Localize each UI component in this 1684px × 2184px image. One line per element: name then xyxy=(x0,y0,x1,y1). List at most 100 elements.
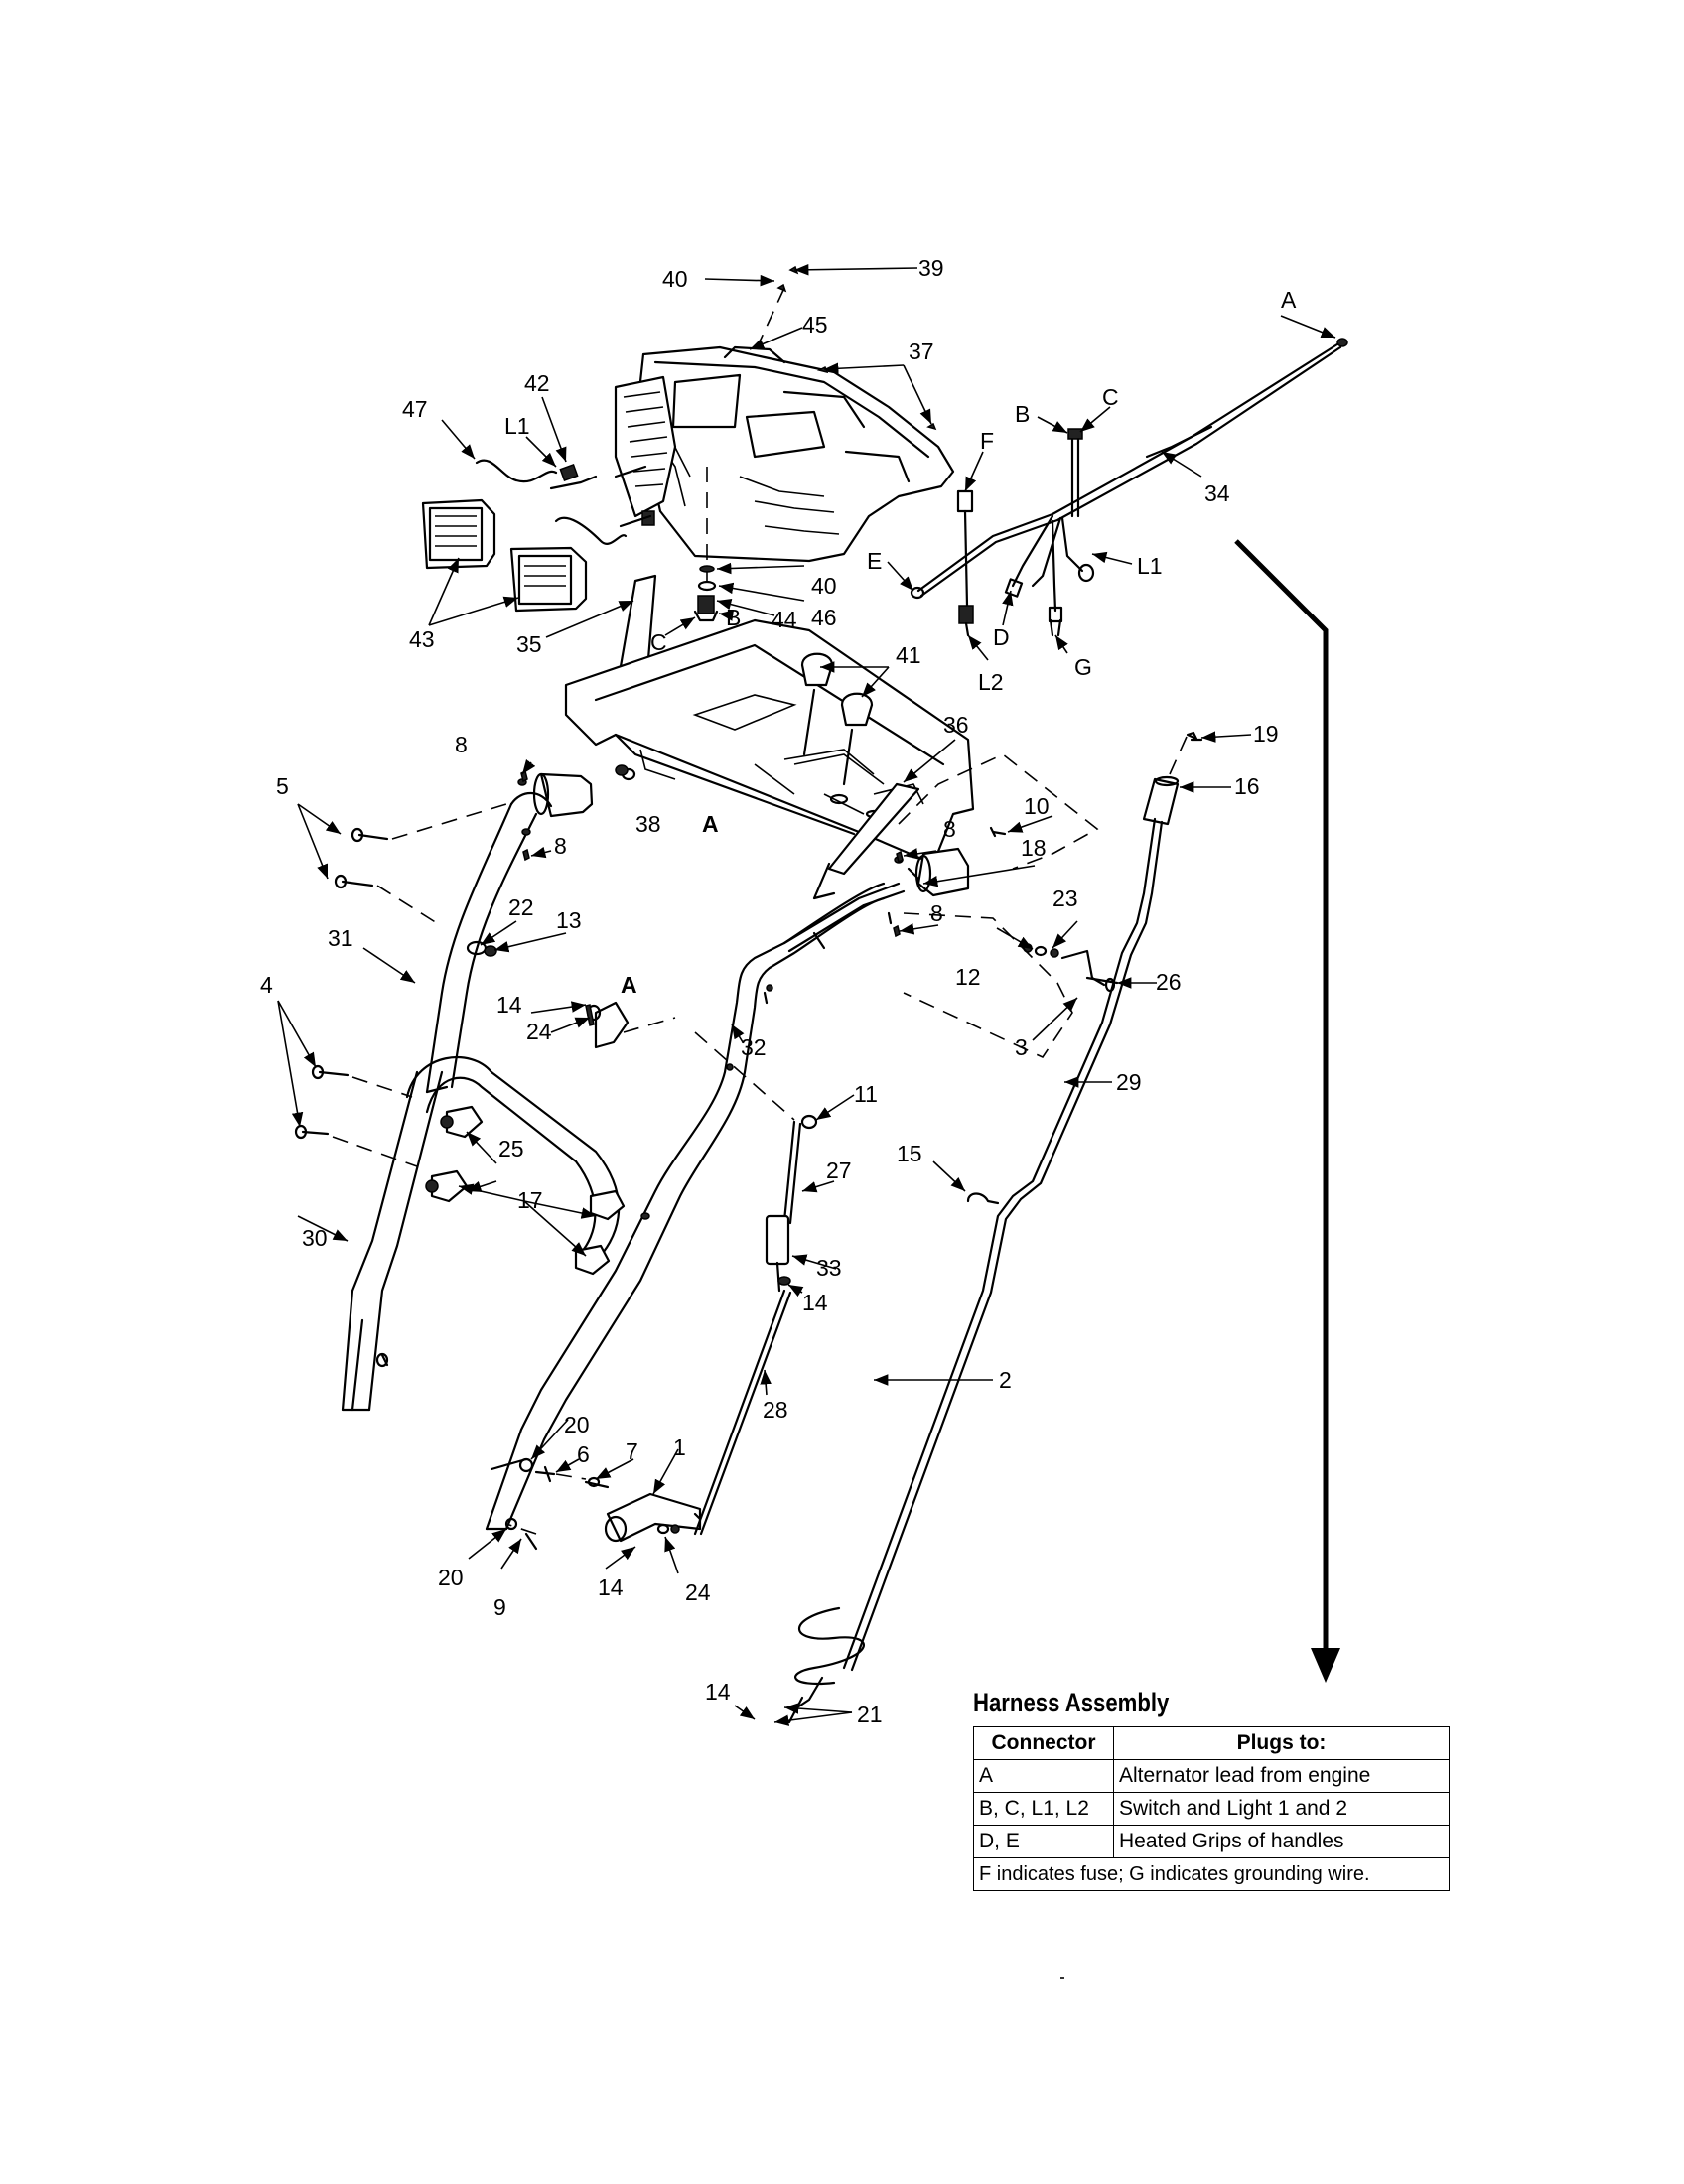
callout-14-d: 14 xyxy=(705,1679,731,1705)
callout-F: F xyxy=(980,428,994,454)
callout-2: 2 xyxy=(999,1367,1012,1393)
callout-27: 27 xyxy=(826,1158,852,1183)
lower-left-handle xyxy=(341,1070,444,1412)
callout-23: 23 xyxy=(1052,886,1078,911)
callout-24-a: 24 xyxy=(526,1019,552,1044)
callout-13: 13 xyxy=(556,907,582,933)
callout-4: 4 xyxy=(260,972,273,998)
callout-42: 42 xyxy=(524,370,550,396)
callout-20-b: 20 xyxy=(438,1565,464,1590)
callout-41: 41 xyxy=(896,642,921,668)
callout-36: 36 xyxy=(943,712,969,738)
row-plugs-to: Heated Grips of handles xyxy=(1113,1825,1450,1858)
handle-crossbar xyxy=(405,1055,621,1263)
row-connector: B, C, L1, L2 xyxy=(973,1792,1114,1826)
callout-8-d: 8 xyxy=(930,900,943,926)
callout-G: G xyxy=(1074,654,1092,680)
table-row: B, C, L1, L2 Switch and Light 1 and 2 xyxy=(973,1792,1450,1826)
callout-25: 25 xyxy=(498,1136,524,1161)
callout-33: 33 xyxy=(816,1255,842,1281)
callout-20-a: 20 xyxy=(564,1412,590,1437)
right-handle xyxy=(485,847,970,1531)
callout-L1-left: L1 xyxy=(504,413,530,439)
light-wiring xyxy=(475,459,655,545)
console-grille xyxy=(614,375,677,518)
lower-fasteners xyxy=(504,1457,610,1551)
bolt-10 xyxy=(989,826,1007,838)
header-connector: Connector xyxy=(973,1726,1114,1760)
grip-cable xyxy=(782,753,1099,1059)
callout-46: 46 xyxy=(811,605,837,630)
callout-L2: L2 xyxy=(978,669,1004,695)
callout-L1-harness: L1 xyxy=(1137,553,1163,579)
callout-6: 6 xyxy=(577,1441,590,1467)
light-1 xyxy=(421,498,496,570)
nut-38 xyxy=(615,764,629,776)
callout-28: 28 xyxy=(763,1397,788,1423)
table-footnote-row: F indicates fuse; G indicates grounding … xyxy=(973,1857,1450,1891)
callout-39: 39 xyxy=(918,255,944,281)
harness-table: Connector Plugs to: A Alternator lead fr… xyxy=(973,1726,1450,1891)
callout-40-top: 40 xyxy=(662,266,688,292)
lever-36 xyxy=(812,782,920,900)
table-header-row: Connector Plugs to: xyxy=(973,1726,1450,1760)
callout-34: 34 xyxy=(1204,480,1230,506)
callout-19: 19 xyxy=(1253,721,1279,747)
callout-C-harness: C xyxy=(1102,384,1119,410)
callout-45: 45 xyxy=(802,312,828,338)
callout-30: 30 xyxy=(302,1225,328,1251)
table-row: A Alternator lead from engine xyxy=(973,1759,1450,1793)
callout-8-b: 8 xyxy=(943,816,956,842)
callout-B-mid: B xyxy=(726,605,741,630)
callout-44: 44 xyxy=(772,607,797,632)
callout-43: 43 xyxy=(409,626,435,652)
callout-B-harness: B xyxy=(1015,401,1030,427)
callout-E: E xyxy=(867,548,882,574)
callout-37: 37 xyxy=(909,339,934,364)
wiring-harness xyxy=(910,338,1348,637)
callout-A-bracket: A xyxy=(621,972,637,998)
callout-26: 26 xyxy=(1156,969,1182,995)
callout-12: 12 xyxy=(955,964,981,990)
callout-29: 29 xyxy=(1116,1069,1142,1095)
chute-crank-bracket xyxy=(604,1492,702,1543)
harness-assembly-table: Harness Assembly Connector Plugs to: A A… xyxy=(973,1688,1450,1891)
callout-38: 38 xyxy=(635,811,661,837)
callout-15: 15 xyxy=(897,1141,922,1166)
header-plugs-to: Plugs to: xyxy=(1113,1726,1450,1760)
washer-nut-13 xyxy=(466,940,497,957)
callout-14-c: 14 xyxy=(598,1574,624,1600)
callout-21: 21 xyxy=(857,1702,883,1727)
console-housing xyxy=(633,345,955,563)
callout-9: 9 xyxy=(493,1594,506,1620)
callout-7: 7 xyxy=(626,1438,638,1464)
callout-10: 10 xyxy=(1024,793,1050,819)
harness-table-title: Harness Assembly xyxy=(973,1688,1170,1717)
callout-1: 1 xyxy=(673,1434,686,1460)
callout-C-mid: C xyxy=(650,629,667,655)
control-rods xyxy=(693,1031,818,1536)
callout-8-c: 8 xyxy=(554,833,567,859)
callout-35: 35 xyxy=(516,631,542,657)
callout-24-b: 24 xyxy=(685,1579,711,1605)
chute-crank xyxy=(787,731,1203,1724)
callout-40-mid: 40 xyxy=(811,573,837,599)
callout-D: D xyxy=(993,624,1010,650)
callout-22: 22 xyxy=(508,894,534,920)
row-plugs-to: Switch and Light 1 and 2 xyxy=(1113,1792,1450,1826)
table-row: D, E Heated Grips of handles xyxy=(973,1825,1450,1858)
callout-11: 11 xyxy=(854,1081,878,1107)
callout-17: 17 xyxy=(517,1187,543,1213)
row-connector: A xyxy=(973,1759,1114,1793)
upper-left-handle xyxy=(425,772,594,1094)
switch-stack xyxy=(693,467,719,622)
callout-labels: 39 40 45 37 42 47 L1 43 35 40 46 44 B C … xyxy=(260,255,1297,1727)
light-2 xyxy=(509,546,588,613)
leader-lines xyxy=(277,264,1336,1726)
row-plugs-to: Alternator lead from engine xyxy=(1113,1759,1450,1793)
callout-14-a: 14 xyxy=(496,992,522,1018)
callout-5: 5 xyxy=(276,773,289,799)
callout-3: 3 xyxy=(1015,1034,1028,1060)
callout-14-b: 14 xyxy=(802,1290,828,1315)
callout-47: 47 xyxy=(402,396,428,422)
